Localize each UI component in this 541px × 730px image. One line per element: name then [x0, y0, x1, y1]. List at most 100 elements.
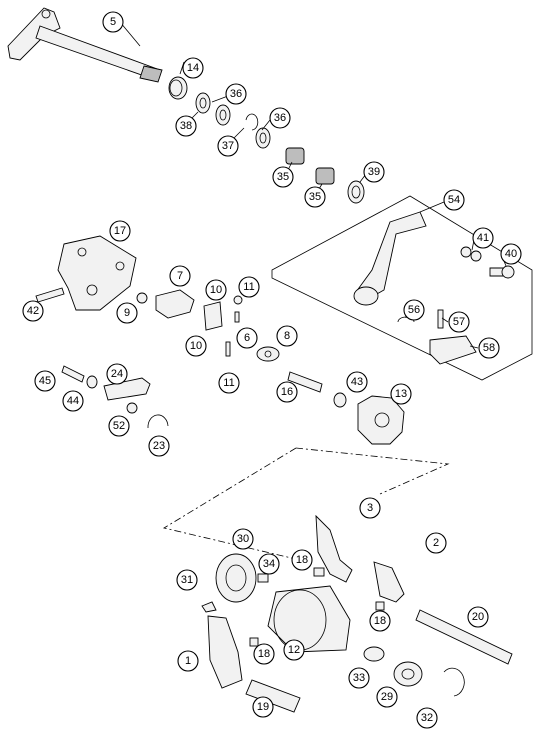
callout-11: 11 [218, 372, 240, 394]
svg-text:39: 39 [368, 166, 380, 178]
svg-text:40: 40 [505, 248, 517, 260]
callout-34: 34 [258, 553, 280, 575]
svg-text:41: 41 [477, 232, 489, 244]
callout-39: 39 [363, 161, 385, 183]
callout-6: 6 [236, 327, 258, 349]
svg-text:34: 34 [263, 558, 275, 570]
svg-text:9: 9 [124, 307, 130, 319]
callout-23: 23 [148, 435, 170, 457]
svg-text:58: 58 [483, 342, 495, 354]
svg-text:24: 24 [111, 368, 123, 380]
svg-text:36: 36 [230, 88, 242, 100]
svg-text:42: 42 [27, 305, 39, 317]
svg-text:54: 54 [448, 194, 460, 206]
callout-29: 29 [376, 686, 398, 708]
svg-text:35: 35 [309, 191, 321, 203]
callout-10: 10 [205, 279, 227, 301]
svg-text:32: 32 [421, 712, 433, 724]
svg-text:1: 1 [185, 655, 191, 667]
callout-7: 7 [169, 265, 191, 287]
callout-1: 1 [177, 650, 199, 672]
svg-text:37: 37 [222, 140, 234, 152]
callout-12: 12 [283, 639, 305, 661]
callout-57: 57 [448, 311, 470, 333]
callout-41: 41 [472, 227, 494, 249]
callout-18: 18 [291, 549, 313, 571]
callout-56: 56 [403, 299, 425, 321]
svg-text:23: 23 [153, 440, 165, 452]
callout-18: 18 [369, 610, 391, 632]
callout-10: 10 [185, 335, 207, 357]
callout-45: 45 [34, 370, 56, 392]
svg-text:5: 5 [110, 16, 116, 28]
svg-text:17: 17 [114, 225, 126, 237]
svg-text:20: 20 [472, 611, 484, 623]
callout-40: 40 [500, 243, 522, 265]
callout-37: 37 [217, 135, 239, 157]
part-small-hardware-a [35, 287, 280, 362]
svg-text:29: 29 [381, 691, 393, 703]
svg-text:43: 43 [351, 376, 363, 388]
svg-text:36: 36 [274, 112, 286, 124]
svg-text:57: 57 [453, 316, 465, 328]
svg-text:56: 56 [408, 304, 420, 316]
callout-43: 43 [346, 371, 368, 393]
svg-text:11: 11 [243, 281, 254, 293]
part-washers-36-38 [195, 92, 271, 149]
svg-text:2: 2 [433, 537, 439, 549]
svg-text:30: 30 [237, 533, 249, 545]
callout-3: 3 [359, 497, 381, 519]
svg-text:44: 44 [67, 395, 79, 407]
callout-38: 38 [175, 115, 197, 137]
svg-text:18: 18 [296, 554, 308, 566]
callout-44: 44 [62, 390, 84, 412]
svg-text:35: 35 [277, 171, 289, 183]
group-box-shift-lever [271, 195, 533, 381]
svg-text:14: 14 [187, 62, 199, 74]
svg-text:13: 13 [395, 388, 407, 400]
part-small-hardware-b [61, 365, 169, 429]
callout-13: 13 [390, 383, 412, 405]
callout-30: 30 [232, 528, 254, 550]
callout-14: 14 [182, 57, 204, 79]
svg-text:7: 7 [177, 270, 183, 282]
callout-42: 42 [22, 300, 44, 322]
callout-9: 9 [116, 302, 138, 324]
svg-text:19: 19 [257, 701, 269, 713]
callout-2: 2 [425, 532, 447, 554]
callout-54: 54 [443, 189, 465, 211]
callout-35: 35 [304, 186, 326, 208]
callout-35: 35 [272, 166, 294, 188]
part-bearings-35-39 [285, 147, 365, 204]
callout-36: 36 [225, 83, 247, 105]
svg-text:3: 3 [367, 502, 373, 514]
svg-text:38: 38 [180, 120, 192, 132]
svg-text:45: 45 [39, 375, 51, 387]
svg-text:16: 16 [281, 386, 293, 398]
svg-text:11: 11 [223, 377, 234, 389]
svg-text:31: 31 [181, 574, 193, 586]
svg-text:18: 18 [374, 615, 386, 627]
callout-32: 32 [416, 707, 438, 729]
callout-18: 18 [253, 643, 275, 665]
callout-5: 5 [102, 11, 124, 33]
part-bracket-plate [57, 235, 137, 311]
part-shift-forks-drum [201, 514, 513, 713]
svg-text:8: 8 [284, 330, 290, 342]
callout-19: 19 [252, 696, 274, 718]
callout-16: 16 [276, 381, 298, 403]
callout-36: 36 [269, 107, 291, 129]
callout-20: 20 [467, 606, 489, 628]
svg-text:12: 12 [288, 644, 300, 656]
callout-11: 11 [238, 276, 260, 298]
part-spring-14 [168, 61, 188, 100]
svg-text:18: 18 [258, 648, 270, 660]
callout-17: 17 [109, 220, 131, 242]
svg-text:10: 10 [210, 284, 222, 296]
svg-text:33: 33 [353, 672, 365, 684]
callout-33: 33 [348, 667, 370, 689]
svg-text:6: 6 [244, 332, 250, 344]
callout-31: 31 [176, 569, 198, 591]
callout-8: 8 [276, 325, 298, 347]
